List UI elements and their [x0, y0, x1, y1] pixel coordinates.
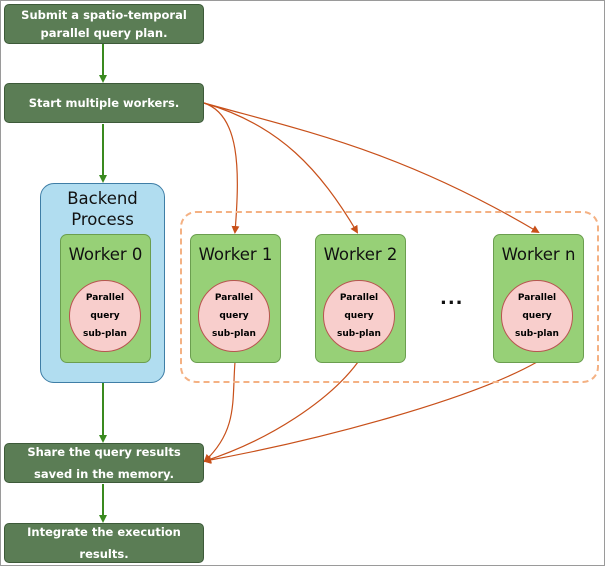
worker-n-title: Worker n	[501, 245, 576, 264]
worker-0: Worker 0 Parallel query sub-plan	[60, 234, 151, 363]
backend-title-line-1: Backend	[67, 189, 138, 208]
step-start-workers: Start multiple workers.	[4, 83, 204, 123]
worker-1: Worker 1 Parallel query sub-plan	[190, 234, 281, 363]
plan-line-2: query	[219, 311, 249, 321]
plan-line-2: query	[90, 311, 120, 321]
worker-2-title: Worker 2	[323, 245, 398, 264]
step-submit-line-2: parallel query plan.	[40, 26, 168, 40]
step-submit-plan: Submit a spatio-temporal parallel query …	[4, 4, 204, 44]
step-share-results: Share the query results saved in the mem…	[4, 443, 204, 483]
arrow-start-to-worker-1	[203, 102, 240, 234]
arrow-worker-2-to-share	[203, 361, 359, 463]
backend-title-line-2: Process	[71, 210, 134, 229]
worker-2-sub-plan: Parallel query sub-plan	[323, 280, 395, 352]
worker-n: Worker n Parallel query sub-plan	[493, 234, 584, 363]
worker-0-sub-plan: Parallel query sub-plan	[69, 280, 141, 352]
worker-2: Worker 2 Parallel query sub-plan	[315, 234, 406, 363]
plan-line-1: Parallel	[85, 293, 125, 303]
step-share-line-1: Share the query results	[27, 445, 181, 459]
plan-line-3: sub-plan	[83, 329, 127, 339]
step-submit-line-1: Submit a spatio-temporal	[21, 8, 187, 22]
worker-1-sub-plan: Parallel query sub-plan	[198, 280, 270, 352]
worker-n-sub-plan: Parallel query sub-plan	[501, 280, 573, 352]
step-integrate-label: Integrate the execution results.	[27, 525, 181, 561]
plan-line-1: Parallel	[517, 293, 557, 303]
step-start-label: Start multiple workers.	[28, 96, 180, 110]
worker-1-title: Worker 1	[198, 245, 273, 264]
step-integrate-results: Integrate the execution results.	[4, 523, 204, 563]
plan-line-1: Parallel	[214, 293, 254, 303]
arrow-start-to-worker-n	[203, 102, 540, 234]
arrow-worker-1-to-share	[203, 361, 236, 463]
more-workers-ellipsis: ...	[440, 288, 464, 309]
backend-title: Backend Process	[41, 188, 164, 230]
plan-line-2: query	[522, 311, 552, 321]
plan-line-2: query	[344, 311, 374, 321]
parallel-workers-group	[180, 211, 599, 383]
plan-line-3: sub-plan	[212, 329, 256, 339]
plan-line-3: sub-plan	[515, 329, 559, 339]
step-share-line-2: saved in the memory.	[34, 467, 174, 481]
plan-line-3: sub-plan	[337, 329, 381, 339]
worker-0-title: Worker 0	[68, 245, 143, 264]
plan-line-1: Parallel	[339, 293, 379, 303]
arrow-start-to-worker-2	[203, 102, 359, 234]
arrow-worker-n-to-share	[203, 361, 538, 464]
